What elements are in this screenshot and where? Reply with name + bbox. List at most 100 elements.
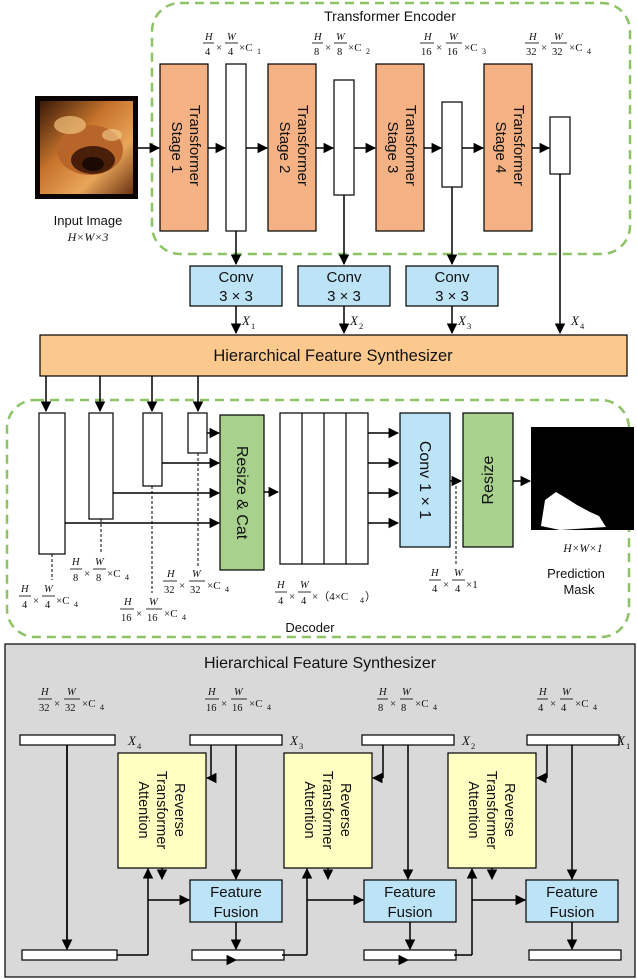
- svg-text:×: ×: [179, 580, 185, 592]
- svg-text:4: 4: [301, 596, 307, 607]
- svg-text:4: 4: [593, 703, 597, 712]
- decoder-dims-1: H 4 × W 4 ×C 4: [19, 584, 78, 611]
- hfs-input-bar-3: [361, 734, 455, 746]
- svg-text:Transformer Stage 3: Transformer Stage 3: [384, 105, 419, 190]
- decoder-map-2: [88, 412, 114, 520]
- svg-text:4: 4: [432, 584, 438, 595]
- svg-text:H: H: [166, 569, 176, 580]
- svg-text:Conv: Conv: [326, 269, 362, 286]
- svg-text:Resize: Resize: [480, 455, 497, 504]
- svg-text:8: 8: [337, 47, 342, 58]
- svg-text:Conv: Conv: [434, 269, 470, 286]
- svg-text:×: ×: [550, 698, 556, 710]
- svg-text:2: 2: [471, 741, 475, 751]
- svg-text:Transformer Stage 4: Transformer Stage 4: [492, 105, 527, 190]
- stage-4-line2: Stage 4: [492, 122, 509, 174]
- svg-text:H: H: [313, 32, 323, 43]
- svg-text:×C: ×C: [164, 608, 178, 620]
- svg-text:×: ×: [84, 568, 90, 580]
- svg-text:8: 8: [314, 47, 319, 58]
- stage-1-block: Transformer Stage 1: [159, 63, 209, 232]
- svg-text:Feature: Feature: [210, 884, 262, 901]
- svg-text:Fusion: Fusion: [549, 904, 594, 921]
- svg-text:ReverseTransformerAttention: ReverseTransformerAttention: [135, 771, 187, 850]
- svg-text:4: 4: [74, 600, 78, 609]
- svg-text:×: ×: [541, 42, 547, 54]
- svg-text:×C: ×C: [415, 698, 429, 710]
- resize-cat-block: Resize & Cat: [219, 414, 265, 571]
- svg-text:×C: ×C: [348, 42, 362, 54]
- svg-text:4: 4: [205, 47, 211, 58]
- svg-text:4: 4: [267, 703, 271, 712]
- svg-text:ReverseTransformerAttention: ReverseTransformerAttention: [301, 771, 353, 850]
- hfs-input-bar-1: [19, 734, 116, 746]
- rta-block-2: ReverseTransformerAttention: [283, 752, 373, 869]
- svg-text:×: ×: [436, 42, 442, 54]
- svg-text:4: 4: [433, 703, 437, 712]
- svg-text:32: 32: [65, 703, 76, 714]
- mask-label-1: Prediction: [547, 566, 605, 581]
- svg-text:16: 16: [206, 703, 217, 714]
- mask-label-2: Mask: [563, 582, 595, 597]
- svg-text:4: 4: [125, 573, 129, 582]
- svg-text:×C: ×C: [464, 42, 478, 54]
- svg-text:4: 4: [225, 585, 229, 594]
- svg-text:32: 32: [39, 703, 50, 714]
- x3-label: X 3: [457, 313, 471, 331]
- svg-text:8: 8: [96, 573, 101, 584]
- mask-dims: H×W×1: [562, 543, 602, 555]
- stage-4-block: Transformer Stage 4: [483, 63, 533, 232]
- svg-text:2: 2: [366, 47, 370, 56]
- svg-text:×: ×: [33, 595, 39, 607]
- encoder-dashed-region: [150, 1, 632, 256]
- input-image: [35, 96, 138, 199]
- conv1x1-block: Conv1 × 1: [399, 412, 451, 548]
- svg-text:H: H: [123, 597, 133, 608]
- decoder-dashed-region: [5, 398, 631, 639]
- svg-text:1: 1: [257, 47, 261, 56]
- svg-text:Transformer Stage 1: Transformer Stage 1: [168, 105, 203, 190]
- svg-text:W: W: [149, 597, 159, 608]
- svg-text:4: 4: [455, 584, 461, 595]
- svg-text:H: H: [528, 32, 538, 43]
- svg-text:X: X: [457, 313, 467, 328]
- rta-block-1: ReverseTransformerAttention: [117, 752, 207, 869]
- stage-dims-4: H 32 × W 32 ×C 4: [525, 32, 591, 58]
- svg-text:×: ×: [136, 608, 142, 620]
- prediction-mask-image: [531, 427, 634, 530]
- svg-text:16: 16: [421, 47, 432, 58]
- svg-text:32: 32: [552, 47, 563, 58]
- x4-label: X 4: [570, 313, 585, 331]
- svg-text:X: X: [616, 733, 626, 748]
- svg-text:X: X: [241, 313, 251, 328]
- concat-stack: [279, 412, 369, 565]
- decoder-cat-dims: H 4 × W 4 ×（4×C 4 ）: [275, 580, 376, 607]
- input-image-label: Input Image: [54, 213, 123, 228]
- svg-text:×: ×: [289, 591, 295, 603]
- svg-text:H: H: [538, 687, 548, 698]
- svg-text:W: W: [449, 32, 459, 43]
- decoder-title: Decoder: [285, 620, 335, 635]
- svg-text:4: 4: [360, 596, 364, 605]
- svg-text:X: X: [289, 733, 299, 748]
- svg-text:W: W: [192, 569, 202, 580]
- decoder-dims-3: H 16 × W 16 ×C 4: [120, 597, 186, 624]
- svg-text:32: 32: [526, 47, 537, 58]
- svg-text:4: 4: [228, 47, 234, 58]
- svg-text:Conv: Conv: [218, 269, 254, 286]
- stage-1-line2: Stage 1: [168, 122, 185, 174]
- svg-text:W: W: [454, 568, 464, 579]
- svg-text:X: X: [349, 313, 359, 328]
- svg-text:H: H: [378, 687, 388, 698]
- hfs-input-bar-2: [189, 734, 283, 746]
- svg-text:H: H: [71, 557, 81, 568]
- svg-text:W: W: [227, 32, 237, 43]
- encoder-title: Transformer Encoder: [324, 8, 456, 24]
